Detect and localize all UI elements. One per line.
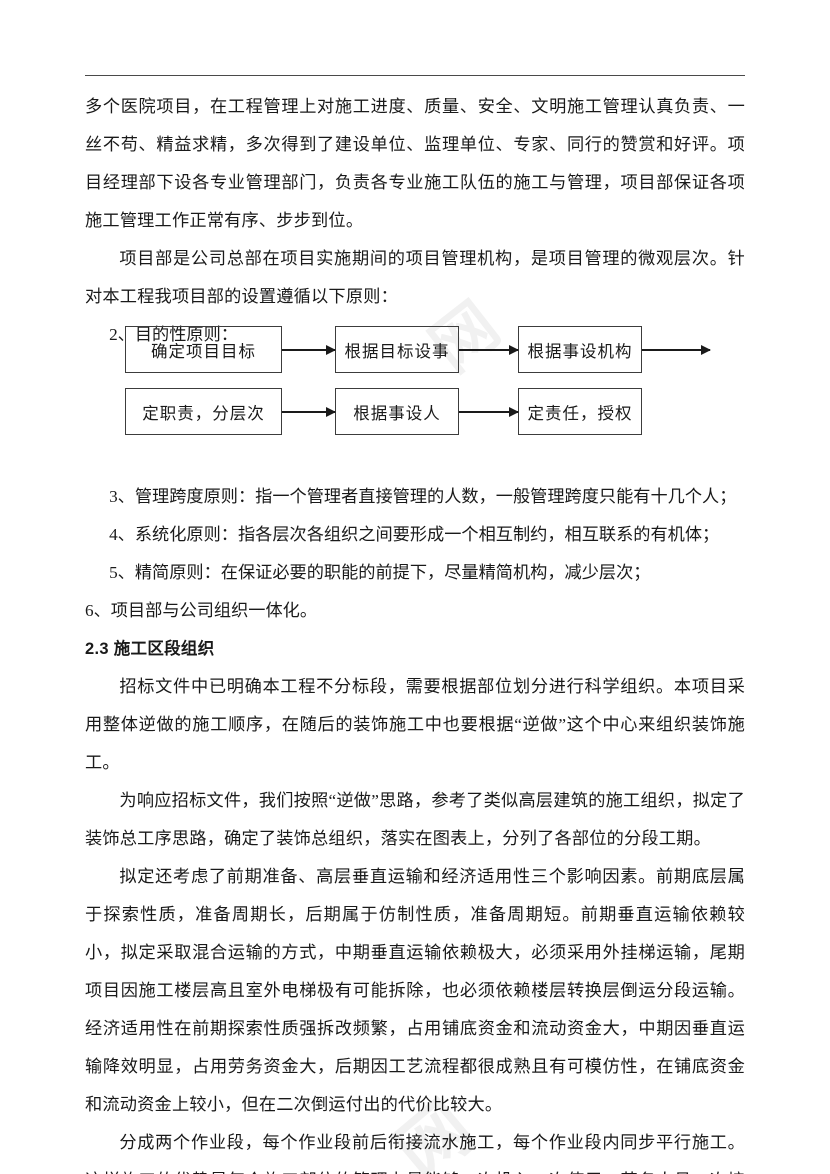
principle-item-5: 5、精简原则：在保证必要的职能的前提下，尽量精简机构，减少层次； <box>109 563 651 582</box>
document-body: 多个医院项目，在工程管理上对施工进度、质量、安全、文明施工管理认真负责、一丝不苟… <box>85 88 745 1174</box>
principle-intro: 2、目的性原则： <box>109 325 238 344</box>
principle-item-4: 4、系统化原则：指各层次各组织之间要形成一个相互制约，相互联系的有机体； <box>109 525 720 544</box>
paragraph-2: 项目部是公司总部在项目实施期间的项目管理机构，是项目管理的微观层次。针对本工程我… <box>85 249 745 306</box>
principle-item-6: 6、项目部与公司组织一体化。 <box>85 601 318 620</box>
paragraph-1: 多个医院项目，在工程管理上对施工进度、质量、安全、文明施工管理认真负责、一丝不苟… <box>85 97 745 230</box>
flow-box-assign-people-by-task: 根据事设人 <box>335 388 459 435</box>
flow-box-define-responsibility-authorize: 定责任，授权 <box>518 388 642 435</box>
header-rule <box>85 75 745 76</box>
section-paragraph-1: 招标文件中已明确本工程不分标段，需要根据部位划分进行科学组织。本项目采用整体逆做… <box>85 677 745 772</box>
flow-arrow-5 <box>459 407 519 417</box>
flow-arrow-1 <box>282 345 336 355</box>
section-paragraph-4: 分成两个作业段，每个作业段前后衔接流水施工，每个作业段内同步平行施工。这样施工的… <box>85 1133 745 1174</box>
flow-arrow-4 <box>282 407 336 417</box>
section-paragraph-3: 拟定还考虑了前期准备、高层垂直运输和经济适用性三个影响因素。前期底层属于探索性质… <box>85 867 745 1114</box>
principle-item-3: 3、管理跨度原则：指一个管理者直接管理的人数，一般管理跨度只能有十几个人； <box>109 487 737 506</box>
flow-arrow-2 <box>459 345 519 355</box>
section-paragraph-2: 为响应招标文件，我们按照“逆做”思路，参考了类似高层建筑的施工组织，拟定了装饰总… <box>85 791 745 848</box>
section-heading-2-3: 2.3 施工区段组织 <box>85 640 215 658</box>
flow-box-define-duty-levels: 定职责，分层次 <box>125 388 282 435</box>
flow-box-set-org-by-task: 根据事设机构 <box>518 326 642 373</box>
flow-box-confirm-project-goal: 确定项目目标 <box>125 326 282 373</box>
organization-flowchart: 确定项目目标 根据目标设事 根据事设机构 定职责，分层次 根据事设人 定责任，授… <box>85 318 745 442</box>
flow-arrow-3 <box>642 345 711 355</box>
flow-box-set-tasks-by-goal: 根据目标设事 <box>335 326 459 373</box>
